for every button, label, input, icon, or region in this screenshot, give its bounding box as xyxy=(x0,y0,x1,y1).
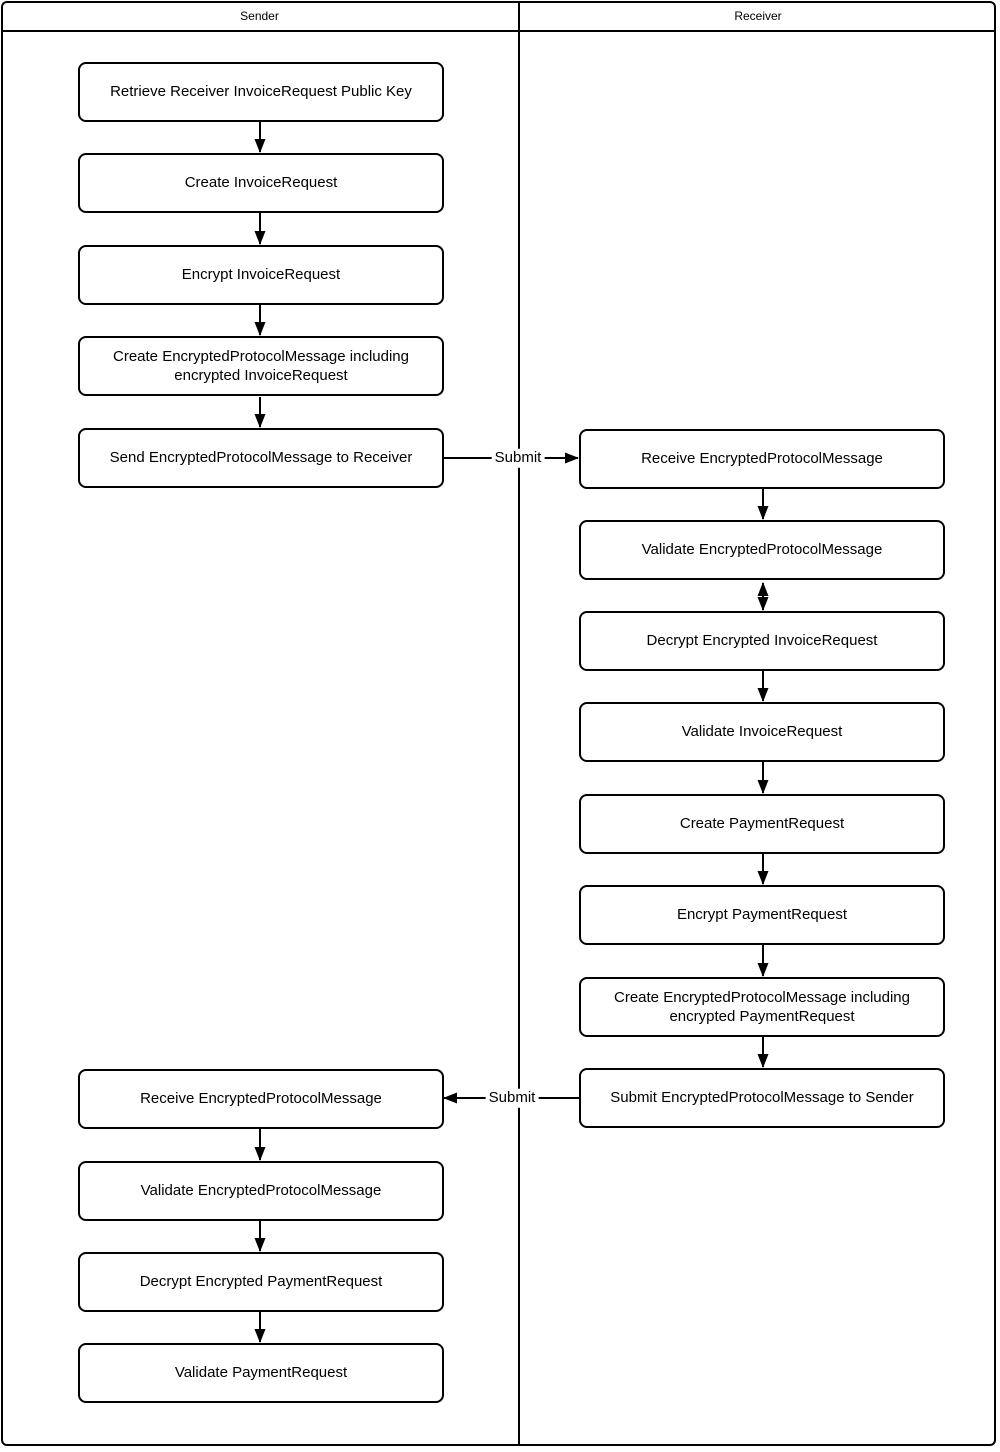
lane-title-receiver: Receiver xyxy=(734,8,782,23)
node-create-invoicerequest: Create InvoiceRequest xyxy=(78,153,444,213)
node-receiver-receive-encryptedprotocolmessage: Receive EncryptedProtocolMessage xyxy=(579,429,945,489)
node-send-encryptedprotocolmessage-to-receiver: Send EncryptedProtocolMessage to Receive… xyxy=(78,428,444,488)
node-sender-validate-encryptedprotocolmessage: Validate EncryptedProtocolMessage xyxy=(78,1161,444,1221)
node-retrieve-receiver-invoicerequest-public-key: Retrieve Receiver InvoiceRequest Public … xyxy=(78,62,444,122)
node-receiver-validate-encryptedprotocolmessage: Validate EncryptedProtocolMessage xyxy=(579,520,945,580)
edge-label-submit-to-sender: Submit xyxy=(485,1088,539,1108)
node-create-paymentrequest: Create PaymentRequest xyxy=(579,794,945,854)
node-validate-paymentrequest: Validate PaymentRequest xyxy=(78,1343,444,1403)
lane-title-sender: Sender xyxy=(240,8,279,23)
node-encrypt-invoicerequest: Encrypt InvoiceRequest xyxy=(78,245,444,305)
node-validate-invoicerequest: Validate InvoiceRequest xyxy=(579,702,945,762)
node-submit-encryptedprotocolmessage-to-sender: Submit EncryptedProtocolMessage to Sende… xyxy=(579,1068,945,1128)
node-encrypt-paymentrequest: Encrypt PaymentRequest xyxy=(579,885,945,945)
node-sender-receive-encryptedprotocolmessage: Receive EncryptedProtocolMessage xyxy=(78,1069,444,1129)
lane-divider xyxy=(518,1,520,1444)
node-decrypt-encrypted-invoicerequest: Decrypt Encrypted InvoiceRequest xyxy=(579,611,945,671)
node-create-encryptedprotocolmessage-invoicerequest: Create EncryptedProtocolMessage includin… xyxy=(78,336,444,396)
node-decrypt-encrypted-paymentrequest: Decrypt Encrypted PaymentRequest xyxy=(78,1252,444,1312)
edge-label-submit-to-receiver: Submit xyxy=(491,448,545,468)
node-create-encryptedprotocolmessage-paymentrequest: Create EncryptedProtocolMessage includin… xyxy=(579,977,945,1037)
lane-header-separator xyxy=(1,30,995,32)
